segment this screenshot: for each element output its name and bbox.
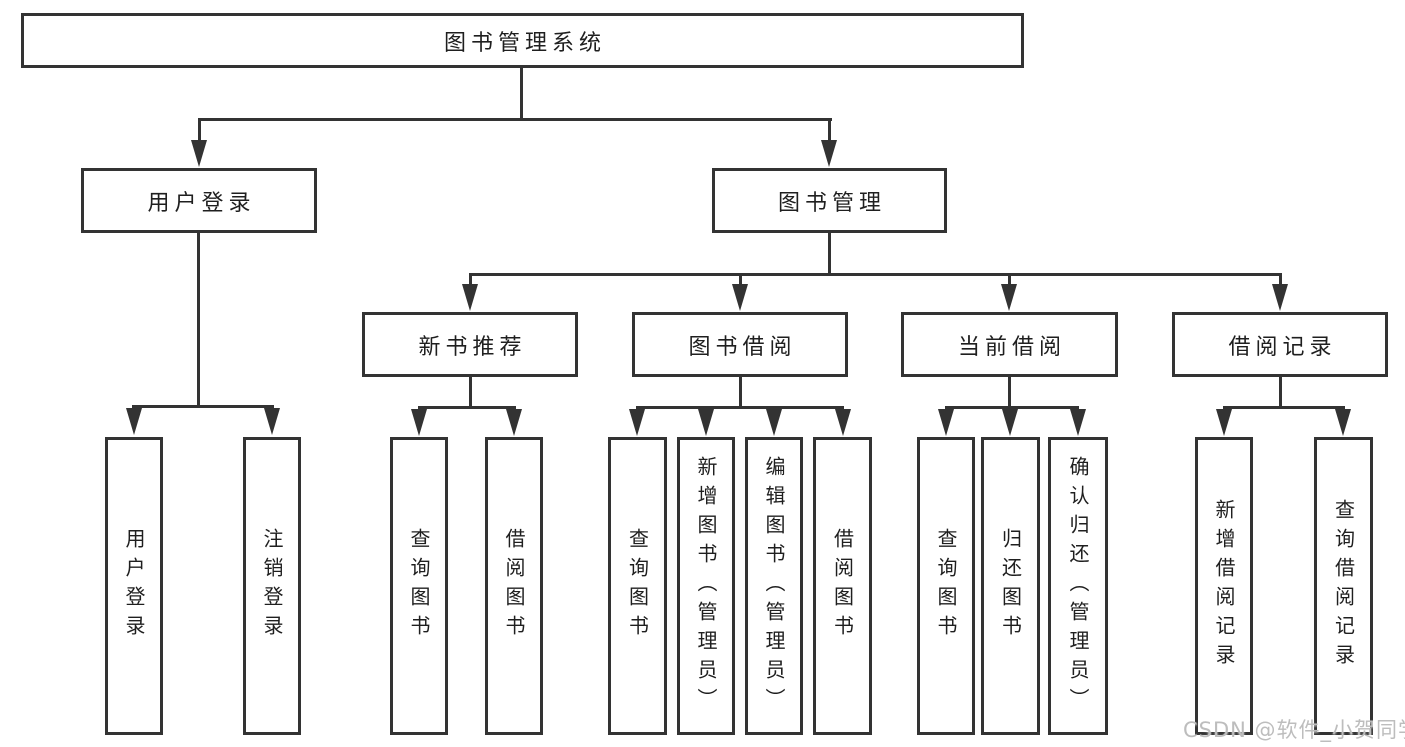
connector-line xyxy=(469,377,472,408)
connector-line xyxy=(1279,377,1282,408)
leaf-borrow-books: 借阅图书 xyxy=(813,437,872,735)
leaf-user-login: 用户登录 xyxy=(105,437,163,735)
connector-line xyxy=(828,233,831,276)
leaf-query-books-recommend: 查询图书 xyxy=(390,437,448,735)
leaf-confirm-return-admin: 确认归还（管理员） xyxy=(1048,437,1108,735)
connector-line xyxy=(469,273,472,287)
node-book-management: 图书管理 xyxy=(712,168,947,233)
connector-line xyxy=(520,67,523,120)
connector-line xyxy=(945,406,1079,409)
connector-line xyxy=(1223,406,1345,409)
arrowhead-down-icon xyxy=(821,140,837,167)
arrowhead-down-icon xyxy=(1070,409,1086,436)
arrowhead-down-icon xyxy=(462,284,478,311)
connector-line xyxy=(1279,273,1282,287)
connector-line xyxy=(636,406,844,409)
arrowhead-down-icon xyxy=(1001,284,1017,311)
connector-line xyxy=(739,273,742,287)
arrowhead-down-icon xyxy=(766,409,782,436)
leaf-borrow-books-recommend: 借阅图书 xyxy=(485,437,543,735)
connector-line xyxy=(197,233,200,408)
arrowhead-down-icon xyxy=(698,409,714,436)
leaf-add-books-admin: 新增图书（管理员） xyxy=(677,437,735,735)
arrowhead-down-icon xyxy=(732,284,748,311)
leaf-query-borrow-record: 查询借阅记录 xyxy=(1314,437,1373,735)
arrowhead-down-icon xyxy=(126,408,142,435)
arrowhead-down-icon xyxy=(191,140,207,167)
leaf-return-books: 归还图书 xyxy=(981,437,1040,735)
connector-line xyxy=(198,118,201,144)
node-borrowing-records: 借阅记录 xyxy=(1172,312,1388,377)
connector-line xyxy=(469,273,1282,276)
connector-line xyxy=(828,118,831,144)
arrowhead-down-icon xyxy=(264,408,280,435)
arrowhead-down-icon xyxy=(411,409,427,436)
connector-line xyxy=(739,377,742,408)
connector-line xyxy=(418,406,516,409)
leaf-query-books-current: 查询图书 xyxy=(917,437,975,735)
node-user-login: 用户登录 xyxy=(81,168,317,233)
node-new-book-recommendation: 新书推荐 xyxy=(362,312,578,377)
arrowhead-down-icon xyxy=(835,409,851,436)
arrowhead-down-icon xyxy=(938,409,954,436)
arrowhead-down-icon xyxy=(1002,409,1018,436)
connector-line xyxy=(1008,377,1011,408)
leaf-edit-books-admin: 编辑图书（管理员） xyxy=(745,437,803,735)
arrowhead-down-icon xyxy=(1216,409,1232,436)
leaf-logout: 注销登录 xyxy=(243,437,301,735)
arrowhead-down-icon xyxy=(1335,409,1351,436)
node-current-borrowing: 当前借阅 xyxy=(901,312,1118,377)
csdn-watermark: CSDN @软件_小贺同学 xyxy=(1183,718,1405,742)
node-library-system: 图书管理系统 xyxy=(21,13,1024,68)
connector-line xyxy=(132,405,274,408)
arrowhead-down-icon xyxy=(1272,284,1288,311)
connector-line xyxy=(1008,273,1011,287)
leaf-query-books-borrow: 查询图书 xyxy=(608,437,667,735)
leaf-add-borrow-record: 新增借阅记录 xyxy=(1195,437,1253,735)
node-book-borrowing: 图书借阅 xyxy=(632,312,848,377)
arrowhead-down-icon xyxy=(629,409,645,436)
connector-line xyxy=(198,118,832,121)
arrowhead-down-icon xyxy=(506,409,522,436)
